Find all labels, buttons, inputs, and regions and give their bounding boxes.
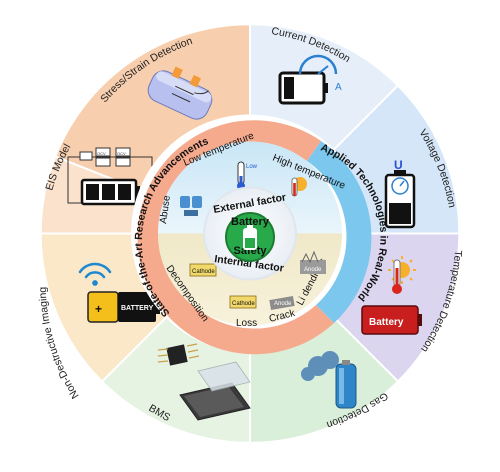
speedometer-icon: A: [298, 54, 342, 93]
cathode-icon-2: Cathode: [229, 295, 257, 309]
battery-yellow-icon: BATTERY +: [87, 291, 160, 323]
voltage-u-icon: U: [394, 158, 403, 172]
anode-icon-2: Anode: [300, 250, 326, 274]
ocv-label-2: OCV: [117, 151, 126, 156]
svg-text:A: A: [335, 82, 342, 93]
thermometer-high-icon: [291, 177, 307, 197]
gas-cloud-icon: [301, 351, 339, 381]
left-ring-band: [137, 120, 334, 355]
battery-core-icon: [243, 225, 257, 250]
label-abuse: Abuse: [158, 194, 173, 224]
svg-text:Anode: Anode: [274, 301, 292, 307]
thermometer-low-icon: [237, 161, 245, 190]
ocv-label-1: OCV: [97, 151, 106, 156]
thermometer-low-label: Low: [246, 164, 258, 170]
label-loss: Loss: [236, 318, 257, 329]
svg-text:Anode: Anode: [304, 267, 322, 273]
svg-text:BATTERY: BATTERY: [121, 305, 154, 312]
pouch-cell-icon: [147, 66, 213, 120]
svg-text:+: +: [95, 302, 102, 316]
wifi-icon: [78, 262, 112, 286]
anode-icon-1: Anode: [269, 295, 295, 311]
right-ring-band: [307, 141, 372, 323]
bms-board-icon: [179, 361, 251, 421]
svg-text:Cathode: Cathode: [192, 269, 215, 275]
svg-text:Cathode: Cathode: [232, 301, 255, 307]
abuse-cells-icon: [180, 196, 202, 216]
battery-voltage-icon: [384, 170, 416, 229]
label-safety: Safety: [233, 245, 267, 257]
svg-text:Battery: Battery: [369, 317, 404, 328]
thermometer-hot-icon: [392, 259, 402, 294]
microchip-icon: [157, 343, 200, 366]
cathode-icon-1: Cathode: [189, 263, 217, 277]
battery-black-icon: [80, 178, 140, 206]
cylinder-battery-icon: [335, 360, 357, 409]
battery-red-icon: Battery: [361, 305, 422, 335]
battery-low-icon: [278, 71, 328, 105]
label-battery: Battery: [231, 216, 270, 228]
